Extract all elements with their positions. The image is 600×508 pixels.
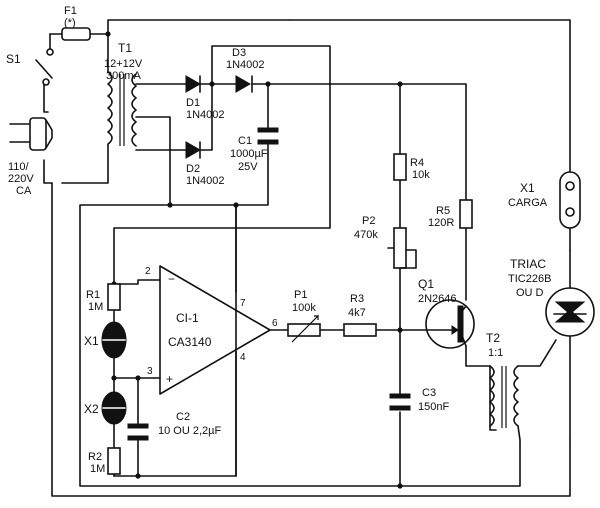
sensor-x1: X1 — [84, 321, 127, 359]
opamp-plus: + — [166, 372, 173, 386]
d3-value: 1N4002 — [226, 59, 265, 71]
triac: TRIAC TIC226B OU D — [508, 249, 595, 441]
ujt-q1: Q1 2N2646 — [418, 277, 475, 349]
opamp-pin6: 6 — [272, 318, 278, 329]
c1-ref: C1 — [238, 135, 252, 147]
r4-value: 10k — [412, 169, 430, 181]
load-value: CARGA — [508, 197, 548, 209]
switch-s1: S1 — [6, 48, 54, 86]
opamp-pin7: 7 — [240, 298, 246, 309]
opamp-ci1: − + CI-1 CA3140 2 3 7 4 6 — [145, 204, 278, 477]
diode-d2: D2 1N4002 — [185, 141, 225, 187]
sensor-x2-ref: X2 — [84, 402, 99, 416]
opamp-ref: CI-1 — [176, 311, 199, 325]
r1-ref: R1 — [86, 289, 100, 301]
r4-ref: R4 — [410, 157, 424, 169]
t1-ref: T1 — [118, 41, 132, 55]
resistor-r3: R3 4k7 — [343, 293, 377, 337]
opamp-minus: − — [168, 272, 175, 286]
c2-value: 10 OU 2,2µF — [158, 425, 221, 437]
d1-ref: D1 — [186, 97, 200, 109]
c1-voltage: 25V — [238, 161, 258, 173]
d1-value: 1N4002 — [186, 109, 225, 121]
mains-line-top — [105, 19, 291, 37]
opamp-pin2: 2 — [145, 266, 151, 277]
triac-label-2: TIC226B — [508, 273, 551, 285]
p2-ref: P2 — [362, 215, 375, 227]
q1-part: 2N2646 — [418, 293, 457, 305]
r3-value: 4k7 — [348, 307, 366, 319]
t2-ref: T2 — [486, 331, 500, 345]
r5-ref: R5 — [436, 205, 450, 217]
d2-ref: D2 — [186, 163, 200, 175]
mains-wiring — [43, 33, 571, 497]
r2-value: 1M — [90, 463, 105, 475]
opamp-part: CA3140 — [168, 335, 212, 349]
switch-ref: S1 — [6, 52, 21, 66]
t1-voltage: 12+12V — [104, 58, 143, 70]
r5-value: 120R — [428, 217, 454, 229]
pot-p1: P1 100k — [287, 289, 321, 343]
capacitor-c3: C3 150nF — [389, 387, 449, 413]
resistor-r5: R5 120R — [428, 199, 473, 229]
r1-value: 1M — [88, 301, 103, 313]
c1-value: 1000µF — [230, 148, 268, 160]
resistor-r4: R4 10k — [393, 153, 430, 181]
r3-ref: R3 — [350, 293, 364, 305]
d3-ref: D3 — [232, 47, 246, 59]
t1-current: 300mA — [106, 70, 142, 82]
fuse-f1: F1 (*) — [61, 5, 91, 41]
mains-label-2: 220V — [8, 173, 34, 185]
mains-label-3: CA — [16, 185, 32, 197]
pot-p2: P2 470k — [354, 215, 417, 269]
fuse-value: (*) — [64, 17, 76, 29]
r2-ref: R2 — [88, 451, 102, 463]
resistor-r1: R1 1M — [86, 283, 121, 313]
q1-ref: Q1 — [418, 277, 434, 291]
resistor-r2: R2 1M — [88, 447, 121, 475]
triac-label-1: TRIAC — [510, 257, 546, 271]
p1-ref: P1 — [294, 289, 307, 301]
diode-d1: D1 1N4002 — [185, 75, 225, 121]
sensor-x2: X2 — [84, 391, 127, 425]
load-ref: X1 — [520, 181, 535, 195]
c2-ref: C2 — [176, 411, 190, 423]
p1-value: 100k — [292, 302, 316, 314]
diode-d3: D3 1N4002 — [226, 47, 265, 93]
transformer-t2: T2 1:1 — [486, 331, 557, 441]
mains-label-1: 110/ — [8, 161, 30, 173]
load-x1: X1 CARGA — [289, 19, 581, 251]
fuse-ref: F1 — [64, 5, 77, 17]
d2-value: 1N4002 — [186, 175, 225, 187]
capacitor-c1: C1 1000µF 25V — [230, 127, 279, 173]
mains-plug: 110/ 220V CA — [8, 117, 53, 197]
triac-label-3: OU D — [516, 287, 544, 299]
sensor-x1-ref: X1 — [84, 334, 99, 348]
transformer-t1: T1 12+12V 300mA — [104, 41, 143, 147]
capacitor-c2: C2 10 OU 2,2µF — [127, 411, 221, 441]
output-wiring — [269, 179, 497, 489]
secondary-wiring — [79, 45, 521, 487]
p2-value: 470k — [354, 229, 378, 241]
opamp-pin3: 3 — [147, 366, 153, 377]
c3-ref: C3 — [422, 387, 436, 399]
c3-value: 150nF — [418, 401, 449, 413]
t2-ratio: 1:1 — [488, 347, 503, 359]
opamp-pin4: 4 — [240, 352, 246, 363]
